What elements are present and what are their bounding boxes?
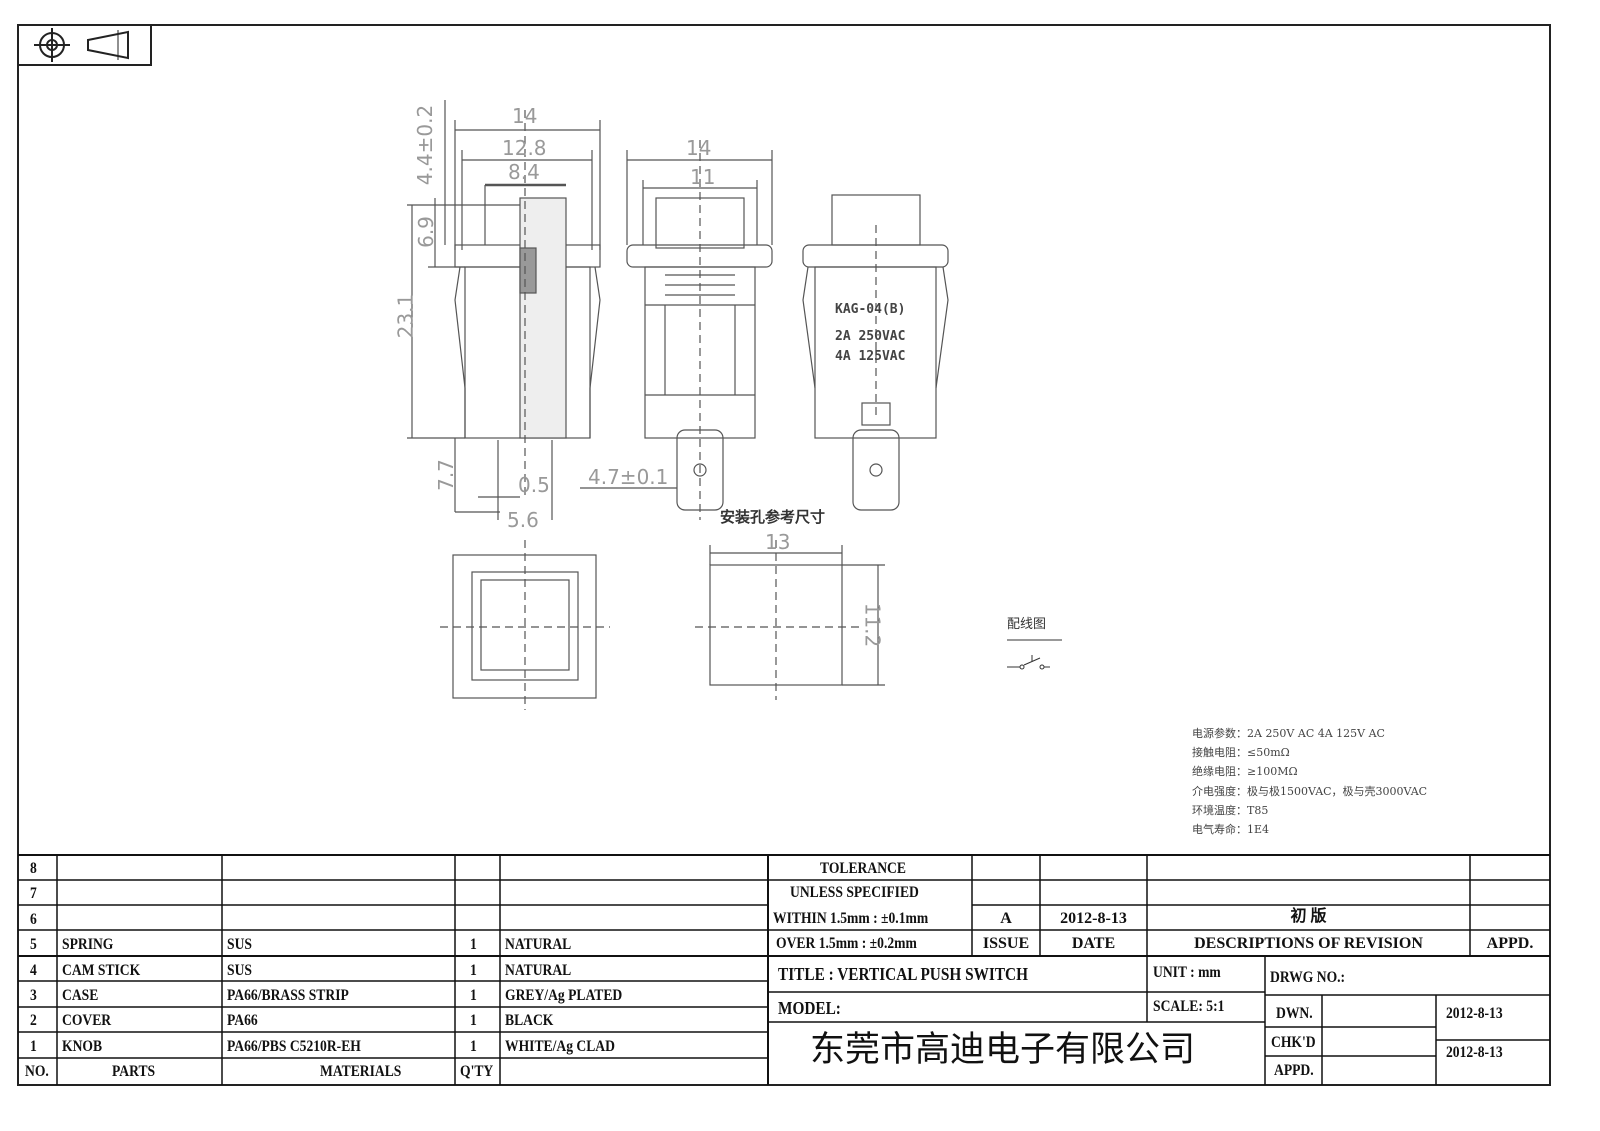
row-number: 7	[30, 885, 37, 903]
tolerance-over: OVER 1.5mm : ±0.2mm	[776, 935, 917, 952]
drawing-title: TITLE : VERTICAL PUSH SWITCH	[778, 964, 1029, 984]
body-marking: 4A 125VAC	[835, 349, 906, 364]
quantity: 1	[470, 936, 477, 954]
dim-label: 12.8	[502, 136, 547, 160]
part-name: KNOB	[62, 1037, 103, 1055]
date-label: DATE	[1071, 935, 1116, 952]
dim-label: 14	[512, 104, 538, 128]
back-view	[802, 194, 949, 511]
front-view	[580, 140, 773, 520]
dim-label: 23.1	[393, 293, 418, 339]
appd-sign-label: APPD.	[1274, 1062, 1314, 1079]
unit-label: UNIT : mm	[1153, 964, 1221, 981]
finish: GREY/Ag PLATED	[505, 987, 623, 1004]
model-label: MODEL:	[778, 998, 841, 1018]
finish: NATURAL	[505, 961, 572, 979]
wiring-label: 配线图	[1007, 617, 1047, 632]
spec-item: 接触电阻：≤50mΩ	[1192, 746, 1290, 759]
row-number: 5	[30, 936, 37, 954]
material: PA66/BRASS STRIP	[227, 987, 349, 1004]
quantity: 1	[470, 961, 477, 979]
appd-label: APPD.	[1486, 935, 1534, 952]
quantity: 1	[470, 1037, 477, 1055]
dim-label: 4.7±0.1	[588, 465, 669, 489]
part-name: CAM STICK	[62, 961, 141, 979]
date-value: 2012-8-13	[1060, 910, 1127, 927]
dim-label: 7.7	[433, 459, 458, 491]
dim-label: 11	[690, 165, 716, 189]
part-name: COVER	[62, 1012, 112, 1030]
body-marking: KAG-04(B)	[835, 302, 906, 317]
mounting-hole-label: 安装孔参考尺寸	[720, 508, 826, 526]
material: SUS	[227, 961, 252, 979]
mounting-cutout	[695, 540, 885, 700]
row-number: 4	[30, 961, 37, 979]
projection-symbol-icon	[17, 24, 152, 66]
title-block-grid	[18, 854, 1550, 1085]
dwn-date: 2012-8-13	[1446, 1005, 1503, 1022]
dim-label: 14	[686, 136, 712, 160]
revision-value: 初 版	[1290, 908, 1327, 925]
spec-item: 介电强度：极与极1500VAC，极与壳3000VAC	[1192, 785, 1428, 798]
row-number: 1	[30, 1037, 37, 1055]
body-marking: 2A 250VAC	[835, 329, 906, 344]
row-number: 3	[30, 987, 37, 1004]
chkd-label: CHK'D	[1271, 1034, 1316, 1051]
material: PA66	[227, 1012, 258, 1030]
dwn-label: DWN.	[1276, 1005, 1313, 1022]
dim-label: 13	[765, 530, 791, 554]
company-name: 东莞市高迪电子有限公司	[810, 1030, 1196, 1070]
revision-label: DESCRIPTIONS OF REVISION	[1194, 935, 1423, 952]
dim-label: 5.6	[507, 508, 539, 532]
dim-label: 4.4±0.2	[413, 104, 438, 186]
part-name: SPRING	[62, 936, 114, 954]
spec-item: 绝缘电阻：≥100MΩ	[1192, 765, 1298, 778]
tolerance-label: UNLESS SPECIFIED	[790, 884, 919, 901]
issue-value: A	[1000, 910, 1012, 927]
spec-item: 环境温度：T85	[1192, 804, 1269, 817]
material: PA66/PBS C5210R-EH	[227, 1037, 361, 1055]
top-view	[440, 540, 610, 710]
switch-symbol-icon	[1007, 639, 1062, 670]
chkd-date: 2012-8-13	[1446, 1044, 1503, 1061]
finish: WHITE/Ag CLAD	[505, 1037, 615, 1055]
finish: NATURAL	[505, 936, 572, 954]
dim-label: 11.2	[860, 602, 885, 648]
quantity: 1	[470, 1012, 477, 1030]
header-parts: PARTS	[112, 1063, 156, 1080]
quantity: 1	[470, 987, 477, 1004]
tolerance-within: WITHIN 1.5mm : ±0.1mm	[773, 910, 929, 927]
drawing-border	[17, 24, 1551, 1086]
finish: BLACK	[505, 1012, 554, 1030]
side-view	[407, 100, 601, 520]
material: SUS	[227, 936, 252, 954]
dim-label: 0.5	[518, 473, 550, 497]
dim-label: 6.9	[413, 216, 438, 248]
spec-item: 电源参数：2A 250V AC 4A 125V AC	[1192, 727, 1385, 740]
row-number: 6	[30, 910, 37, 928]
header-qty: Q'TY	[460, 1063, 494, 1080]
part-name: CASE	[62, 987, 99, 1004]
header-materials: MATERIALS	[320, 1063, 402, 1080]
row-number: 2	[30, 1012, 37, 1030]
drwg-no-label: DRWG NO.:	[1270, 969, 1346, 986]
dim-label: 8.4	[508, 160, 540, 184]
spec-item: 电气寿命：1E4	[1192, 823, 1270, 836]
scale-label: SCALE: 5:1	[1153, 998, 1225, 1015]
issue-label: ISSUE	[982, 935, 1030, 952]
row-number: 8	[30, 860, 37, 877]
tolerance-label: TOLERANCE	[820, 860, 906, 877]
header-no: NO.	[25, 1063, 49, 1080]
